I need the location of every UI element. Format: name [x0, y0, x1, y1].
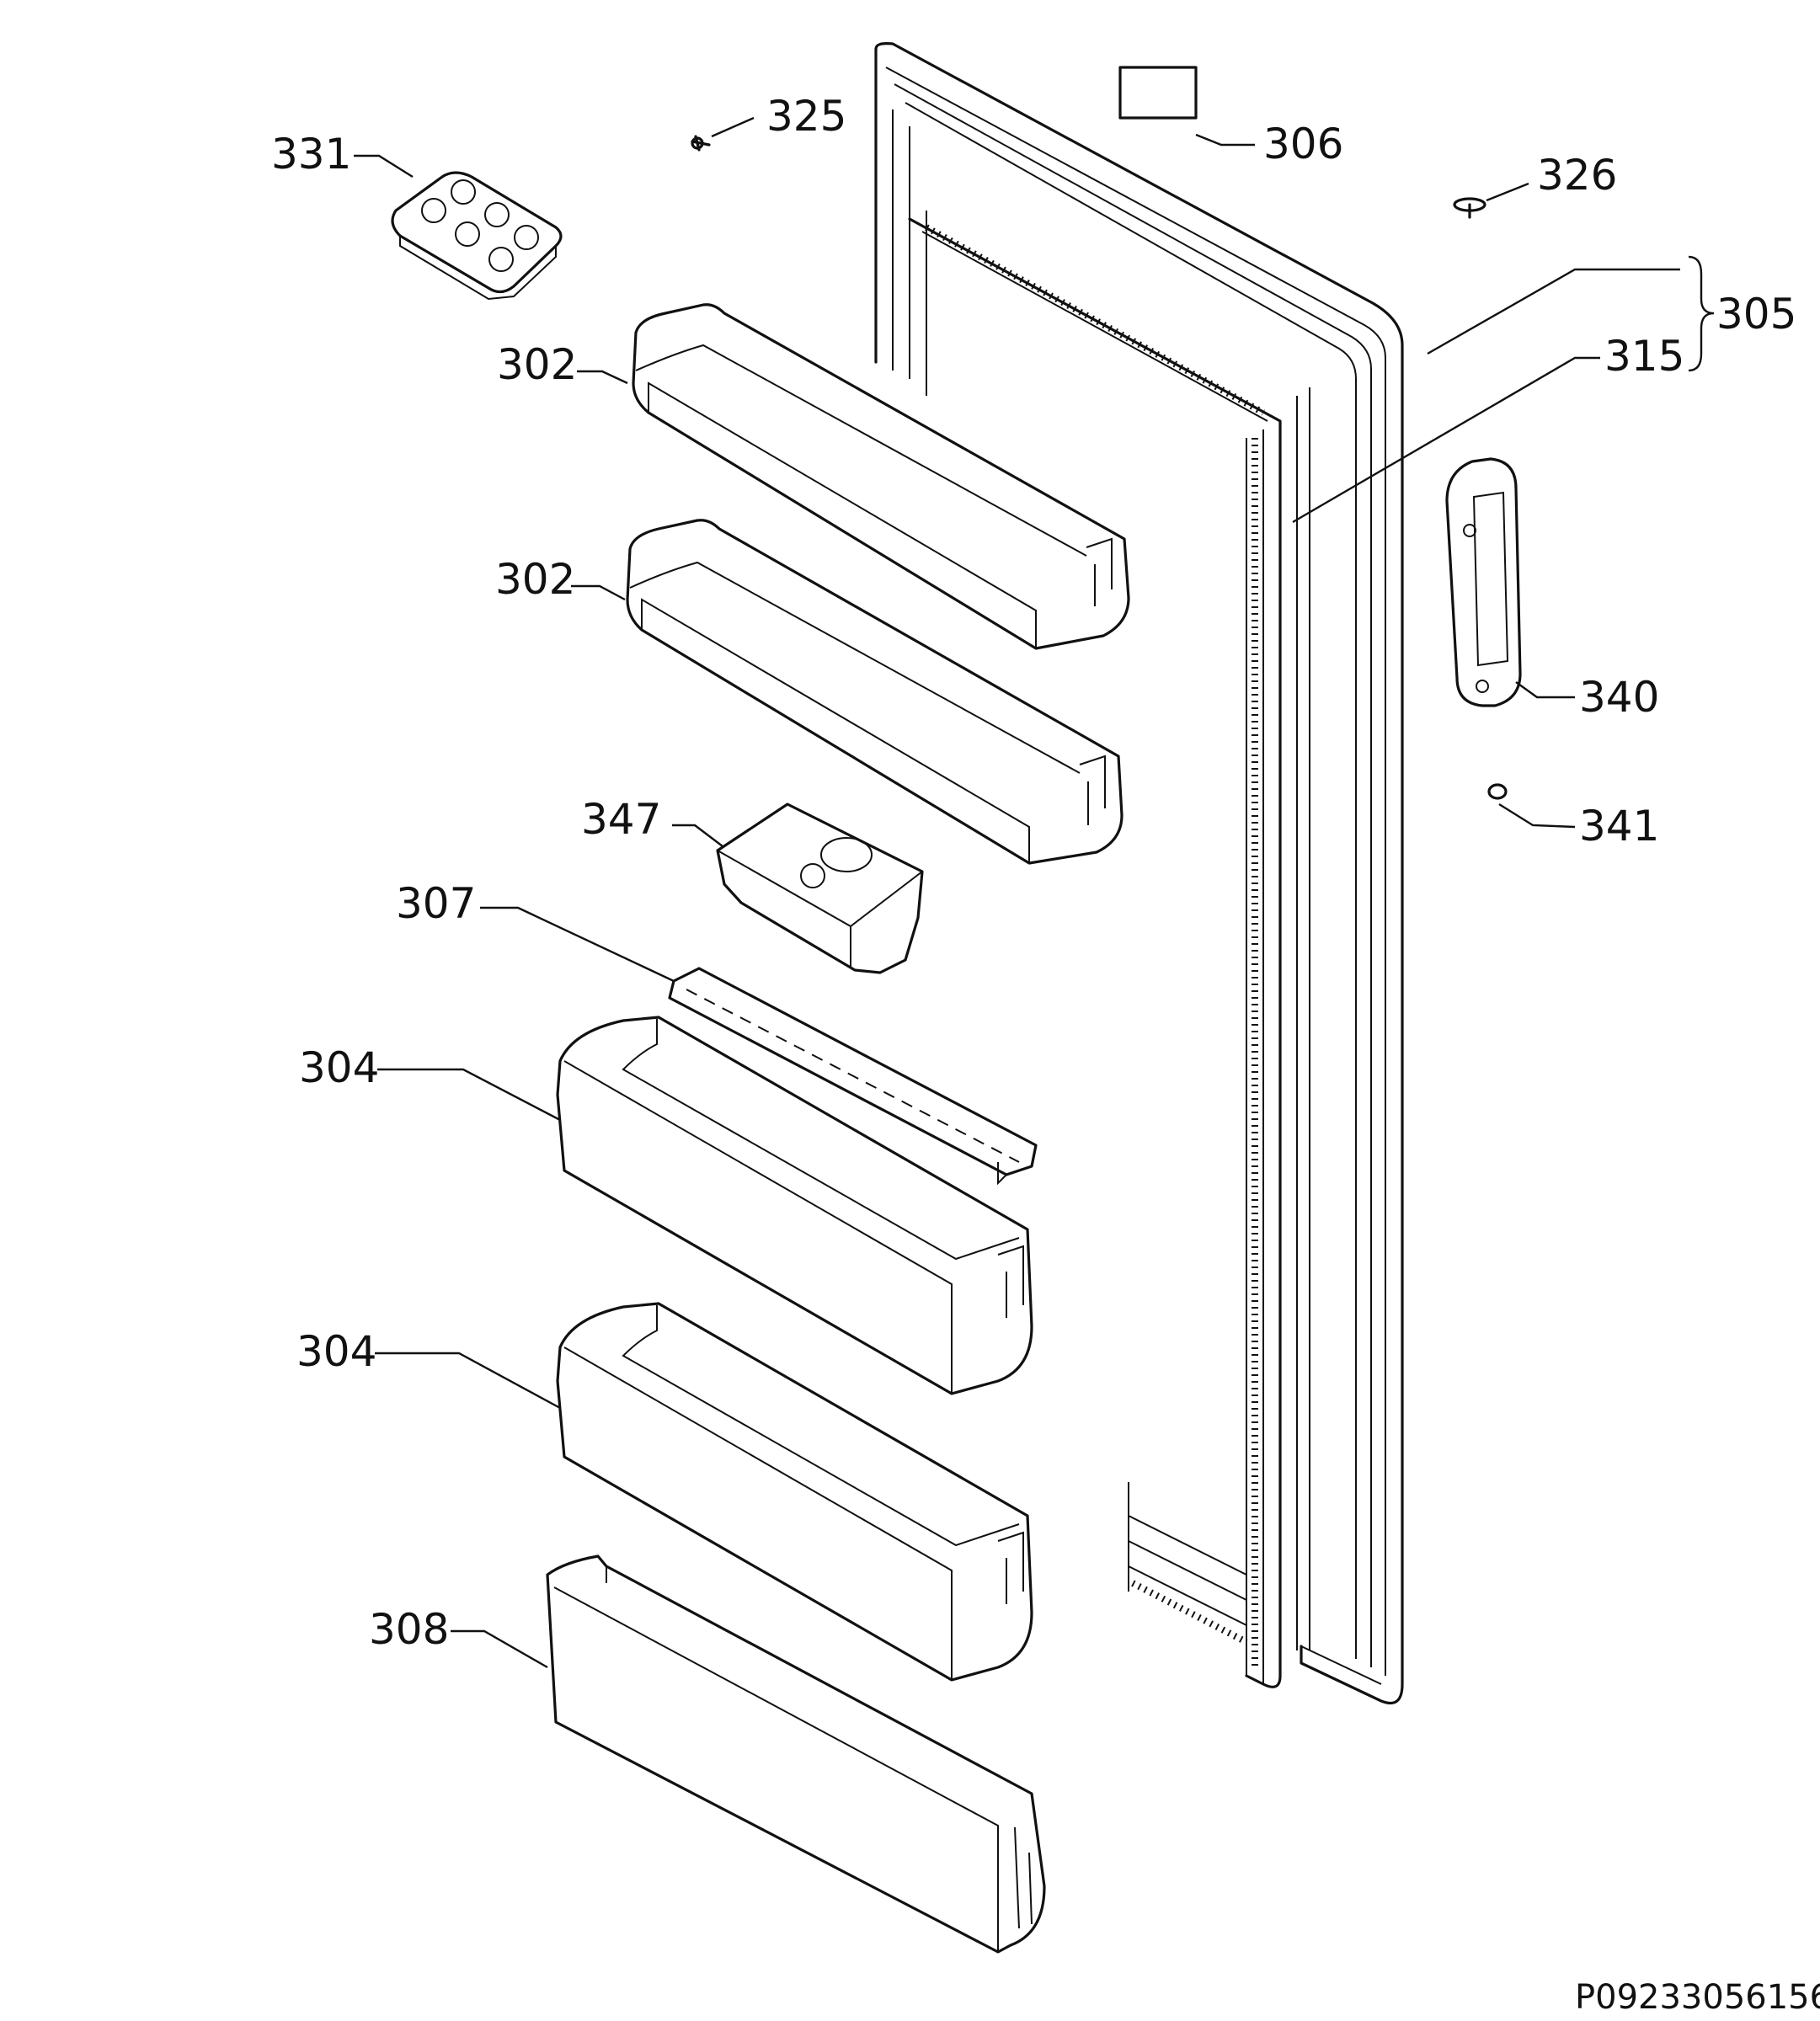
door-panel: [874, 42, 1404, 1705]
screw-325: [691, 135, 711, 152]
washer: [1487, 783, 1508, 800]
door-handle: [1445, 457, 1522, 707]
egg-tray: [391, 171, 563, 301]
door-bin-middle-2: [556, 1302, 1033, 1682]
door-shelf-upper-2: [626, 519, 1123, 865]
bottle-rack: [668, 967, 1038, 1186]
label-304-upper: 304: [299, 1043, 379, 1092]
label-305: 305: [1716, 290, 1796, 339]
label-326: 326: [1537, 151, 1617, 200]
label-340: 340: [1579, 673, 1659, 722]
label-341: 341: [1579, 802, 1659, 851]
door-bin-bottom: [546, 1554, 1046, 1954]
label-308: 308: [369, 1605, 449, 1654]
brace-305: [1688, 255, 1715, 372]
label-302-lower: 302: [495, 555, 575, 604]
screw-326: [1453, 197, 1486, 219]
label-325: 325: [766, 92, 846, 141]
label-306: 306: [1263, 120, 1343, 168]
door-bin-middle-1: [556, 1016, 1033, 1395]
label-331: 331: [271, 130, 351, 179]
leader-lines: [354, 116, 1680, 1669]
label-307: 307: [396, 879, 476, 928]
label-347: 347: [581, 795, 661, 844]
label-315: 315: [1604, 332, 1684, 381]
label-302-upper: 302: [497, 340, 577, 389]
document-code: P09233056156: [1575, 1978, 1820, 2017]
label-304-lower: 304: [296, 1327, 376, 1376]
callout-labels: 331 325 306 326 305 315 302 302 340 341 …: [271, 92, 1820, 2017]
door-shelf-upper-1: [632, 303, 1130, 650]
dairy-box: [716, 803, 924, 974]
